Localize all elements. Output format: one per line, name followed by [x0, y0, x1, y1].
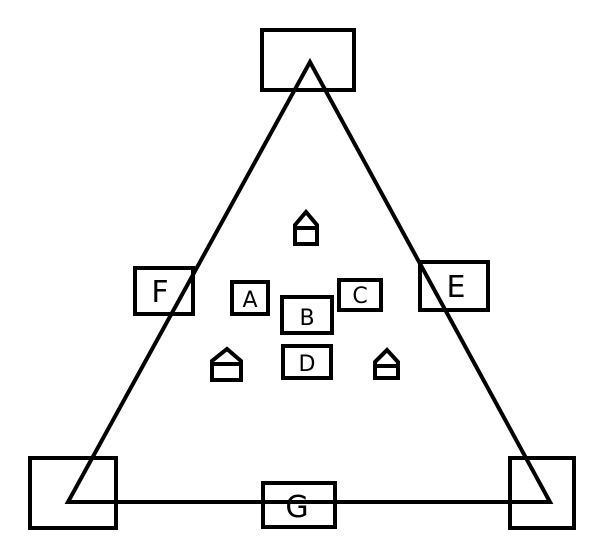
box-bottom-left: [28, 456, 118, 530]
label-b: B: [299, 306, 314, 331]
label-a: A: [242, 288, 257, 313]
box-f: [133, 266, 195, 316]
box-d: [281, 344, 333, 380]
box-bottom-right: [508, 456, 576, 530]
label-e: E: [447, 270, 466, 305]
box-a: [230, 280, 270, 316]
house-icon-top: [293, 208, 319, 246]
box-g: [261, 481, 337, 529]
house-icon-right: [373, 347, 400, 380]
label-c: C: [352, 284, 367, 309]
box-top: [260, 28, 356, 92]
label-f: F: [151, 275, 168, 310]
box-e: [418, 260, 490, 312]
box-c: [337, 278, 383, 312]
label-g: G: [285, 490, 308, 525]
main-triangle: [64, 57, 554, 504]
box-b: [280, 295, 334, 335]
house-icon-left: [210, 346, 243, 382]
label-d: D: [299, 352, 316, 377]
